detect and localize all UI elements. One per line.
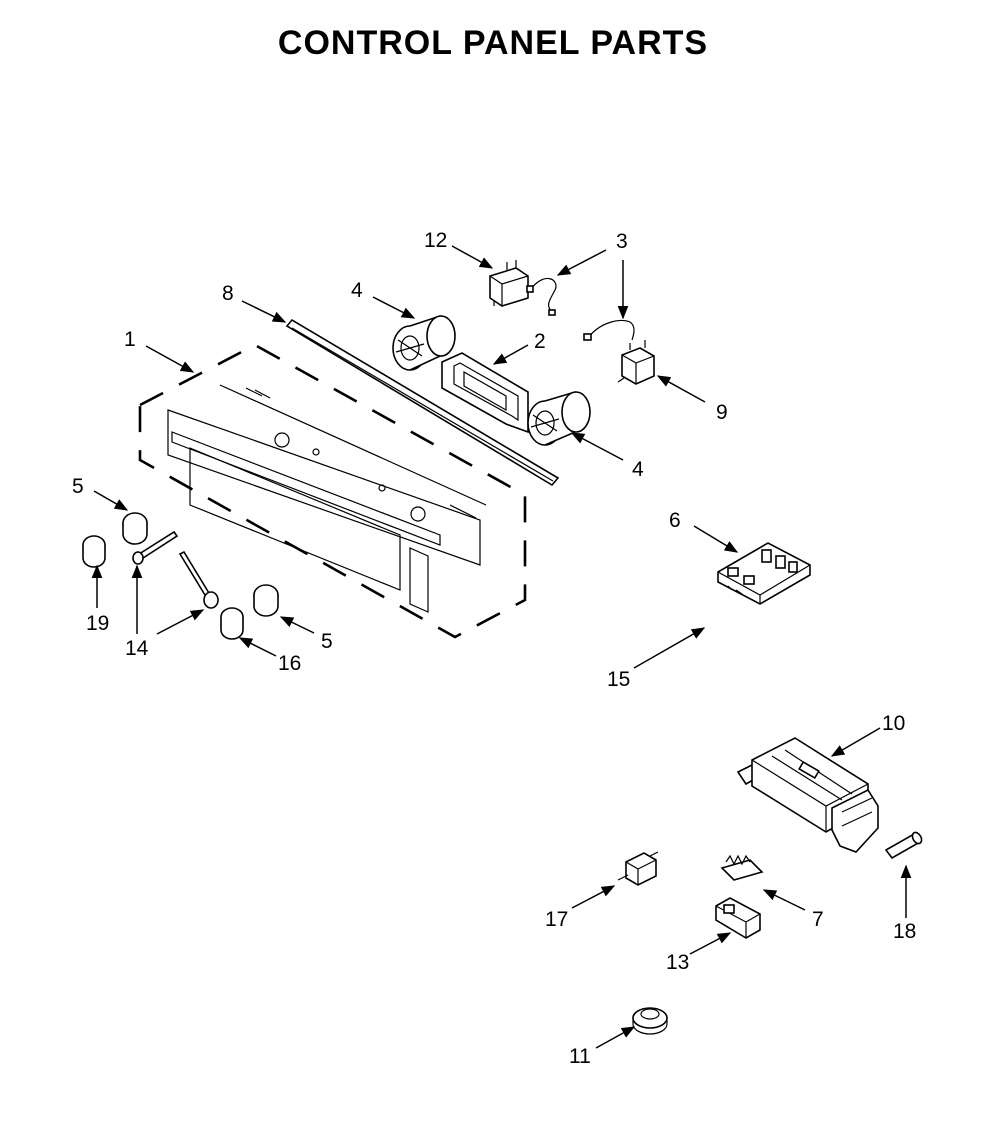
door-switch-part bbox=[617, 851, 659, 886]
callout-labels: 12 3 8 4 2 1 9 4 5 6 19 14 5 16 15 10 17… bbox=[72, 229, 916, 1068]
arrow-5b bbox=[279, 616, 315, 634]
arrow-2 bbox=[492, 344, 529, 365]
callout-15: 15 bbox=[607, 668, 630, 691]
wire-harness-long-part bbox=[526, 602, 758, 742]
callout-19: 19 bbox=[86, 612, 109, 635]
arrow-14b bbox=[156, 609, 205, 635]
encoder-lower-part bbox=[527, 391, 591, 446]
page-title: CONTROL PANEL PARTS bbox=[277, 24, 709, 62]
wire-harness-lower-part bbox=[583, 319, 635, 341]
callout-14: 14 bbox=[125, 637, 149, 660]
thermostat-switch-part bbox=[617, 340, 655, 385]
callout-12: 12 bbox=[424, 229, 447, 252]
arrow-11 bbox=[595, 1026, 636, 1049]
knob-left-part bbox=[122, 512, 148, 545]
callout-5-left: 5 bbox=[72, 475, 84, 498]
encoder-upper-part bbox=[392, 315, 456, 371]
callout-18: 18 bbox=[893, 920, 916, 943]
arrow-4b bbox=[570, 432, 624, 461]
callout-5-lower: 5 bbox=[321, 630, 333, 653]
grommet-part bbox=[632, 1007, 668, 1035]
terminal-block-part bbox=[720, 854, 764, 881]
callout-1: 1 bbox=[124, 328, 136, 351]
shaft-part bbox=[132, 530, 219, 609]
leader-arrows bbox=[91, 245, 912, 1049]
trim-strip-part bbox=[285, 318, 560, 487]
transformer-part bbox=[736, 737, 879, 853]
callout-6: 6 bbox=[669, 509, 681, 532]
control-panel-part bbox=[138, 343, 527, 639]
callout-2: 2 bbox=[534, 330, 546, 353]
callout-10: 10 bbox=[882, 712, 905, 735]
knob-cap-left-part bbox=[82, 535, 106, 568]
fuse-part bbox=[884, 831, 923, 860]
callout-17: 17 bbox=[545, 908, 568, 931]
relay-switch-part bbox=[489, 260, 529, 307]
knob-cap-lower-part bbox=[220, 607, 244, 640]
callout-4-lower: 4 bbox=[632, 458, 644, 481]
arrow-9 bbox=[656, 375, 706, 403]
callout-16: 16 bbox=[278, 652, 301, 675]
callout-7: 7 bbox=[812, 908, 824, 931]
arrow-16 bbox=[238, 637, 277, 657]
knob-lower-part bbox=[253, 584, 279, 617]
callout-3: 3 bbox=[616, 230, 628, 253]
wire-harness-upper-part bbox=[526, 277, 557, 316]
callout-9: 9 bbox=[716, 401, 728, 424]
arrow-12 bbox=[451, 245, 494, 269]
arrow-5a bbox=[93, 490, 129, 511]
display-bezel-part bbox=[441, 352, 529, 434]
callout-11: 11 bbox=[569, 1045, 591, 1068]
arrow-1 bbox=[145, 345, 195, 373]
arrow-15 bbox=[633, 627, 706, 669]
arrow-6 bbox=[693, 525, 739, 553]
arrow-7 bbox=[762, 889, 806, 911]
control-board-part bbox=[717, 542, 811, 605]
latch-switch-part bbox=[715, 897, 761, 939]
arrow-17 bbox=[571, 885, 616, 909]
arrow-8 bbox=[241, 300, 287, 323]
callout-13: 13 bbox=[666, 951, 689, 974]
arrow-4a bbox=[372, 296, 416, 319]
arrow-3a bbox=[556, 249, 607, 276]
arrow-13 bbox=[689, 932, 732, 955]
arrow-10 bbox=[830, 727, 881, 757]
callout-4-upper: 4 bbox=[351, 279, 363, 302]
callout-8: 8 bbox=[222, 282, 234, 305]
